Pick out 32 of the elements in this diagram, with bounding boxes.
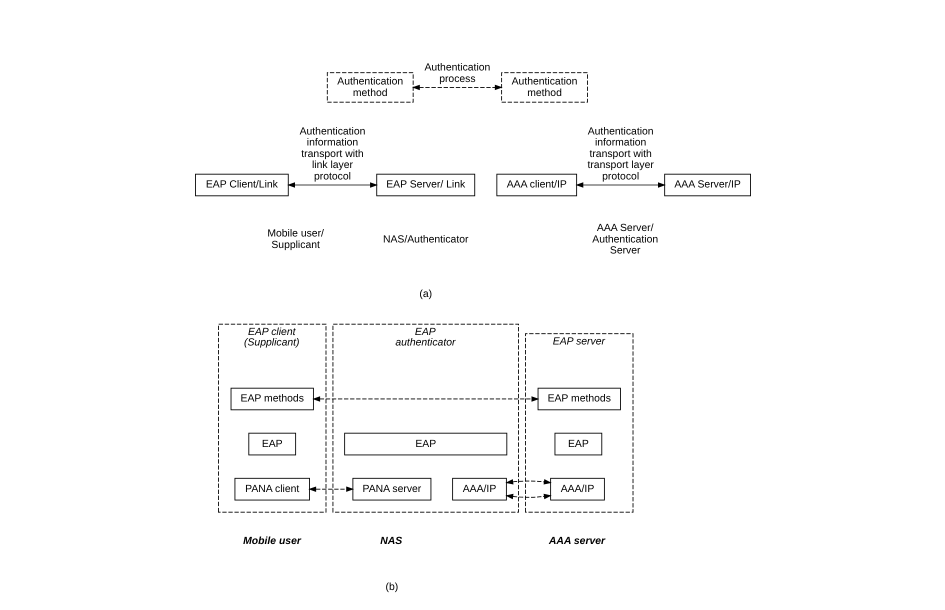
arrow [504, 479, 552, 500]
node-box: EAP Client/Link [194, 174, 288, 196]
node-box: PANA client [234, 478, 310, 500]
node-box: AAA/IP [452, 478, 506, 500]
node-box: EAP [248, 432, 296, 456]
node-box: EAP [344, 432, 507, 456]
node-box: AAA/IP [550, 478, 604, 500]
node-box: EAP methods [230, 388, 314, 410]
node-box: AAA client/IP [496, 174, 577, 196]
node-box: PANA server [352, 478, 431, 500]
node-label: AAA server [548, 536, 605, 547]
node-label: Mobile user/ Supplicant [266, 228, 324, 251]
node-box: AAA Server/IP [664, 174, 750, 196]
node-box: EAP methods [537, 388, 620, 410]
edge-label: Authentication process [424, 62, 490, 85]
edge-label: Authentication information transport with transport layer protocol [586, 126, 654, 182]
arrow [412, 84, 502, 90]
node-label: AAA Server/ Authentication Server [592, 223, 658, 257]
node-box: Authentication method [500, 72, 588, 103]
arrow [575, 182, 666, 188]
label: NAS/Authenticator [382, 234, 468, 246]
node-label: NAS [380, 536, 402, 547]
node-box: EAP [554, 432, 602, 456]
label: (a) [418, 288, 432, 300]
arrow [286, 182, 378, 188]
arrow [312, 396, 539, 402]
label: (b) [385, 582, 398, 593]
edge-label: Authentication information transport with link layer protocol [299, 126, 365, 182]
arrow [308, 486, 354, 492]
node-label: Mobile user [242, 536, 300, 547]
node-box: Authentication method [326, 72, 414, 103]
node-box: EAP Server/ Link [376, 174, 475, 196]
